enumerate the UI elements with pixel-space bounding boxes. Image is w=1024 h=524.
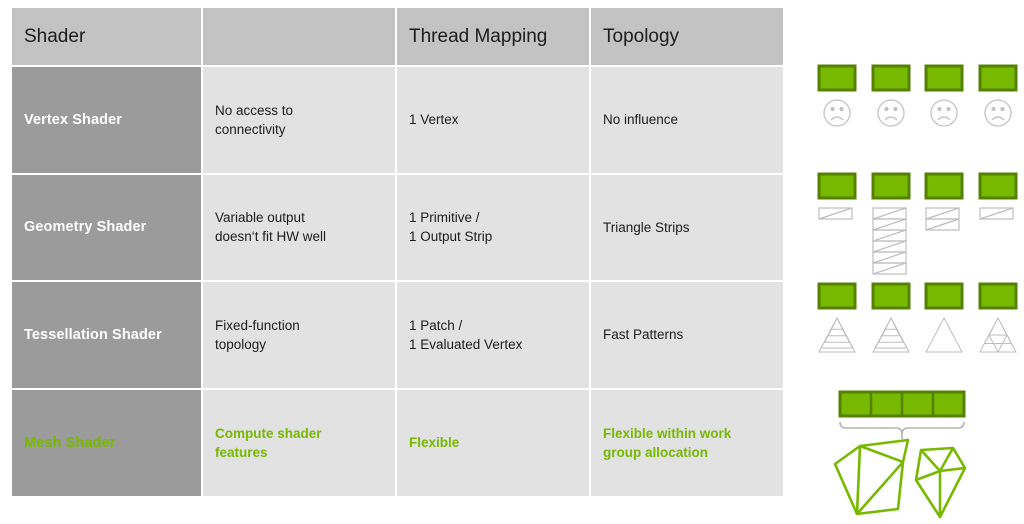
thread-block-group bbox=[817, 282, 1018, 310]
geometry-shader-svg bbox=[817, 172, 1018, 275]
thread-block-icon bbox=[924, 282, 964, 310]
cell-thread-mapping: 1 Primitive /1 Output Strip bbox=[396, 173, 591, 282]
tessellated-triangle-icon bbox=[818, 316, 856, 353]
tessellated-triangle-icon bbox=[872, 316, 910, 353]
cell-shader-name: Vertex Shader bbox=[12, 66, 203, 175]
thread-block-icon bbox=[978, 172, 1018, 200]
vertex-shader-illustration bbox=[793, 56, 1024, 156]
thread-block-icon bbox=[817, 282, 857, 310]
mesh-shader-svg bbox=[833, 390, 967, 519]
triangle-strip-icon bbox=[818, 207, 853, 220]
cell-shader-name: Tessellation Shader bbox=[12, 281, 203, 390]
cell-thread-mapping: 1 Vertex bbox=[396, 66, 591, 175]
meshlet-icon bbox=[833, 438, 910, 516]
column-header-topology: Topology bbox=[590, 8, 783, 67]
triangle-strip-icon bbox=[925, 207, 960, 231]
triangle-strip-icon bbox=[872, 207, 907, 275]
cell-topology: No influence bbox=[590, 66, 783, 175]
mesh-shader-illustration bbox=[793, 386, 1024, 521]
curly-brace-icon bbox=[839, 421, 965, 439]
thread-block-icon bbox=[924, 172, 964, 200]
thread-block-icon bbox=[871, 64, 911, 92]
thread-block-group bbox=[817, 64, 1018, 92]
thread-block-icon bbox=[871, 282, 911, 310]
cell-shader-name: Geometry Shader bbox=[12, 173, 203, 282]
shader-comparison-table: Shader Thread Mapping Topology Vertex Sh… bbox=[12, 8, 783, 496]
sad-face-icon bbox=[823, 99, 851, 127]
sad-face-icon bbox=[984, 99, 1012, 127]
thread-block-group bbox=[817, 172, 1018, 200]
vertex-shader-svg bbox=[817, 64, 1018, 127]
tessellated-triangle-icon bbox=[979, 316, 1017, 353]
cell-topology: Fast Patterns bbox=[590, 281, 783, 390]
tessellated-triangle-icon bbox=[925, 316, 963, 353]
geometry-shader-illustration bbox=[793, 166, 1024, 276]
thread-block-icon bbox=[978, 64, 1018, 92]
cell-shader-name: Mesh Shader bbox=[12, 388, 203, 496]
meshlet-group bbox=[833, 438, 967, 519]
triangle-strip-group bbox=[818, 207, 1014, 275]
meshlet-icon bbox=[914, 446, 967, 519]
sad-face-group bbox=[823, 99, 1012, 127]
thread-block-icon bbox=[817, 64, 857, 92]
cell-thread-mapping: 1 Patch /1 Evaluated Vertex bbox=[396, 281, 591, 390]
tessellation-shader-svg bbox=[817, 282, 1018, 353]
sad-face-icon bbox=[930, 99, 958, 127]
pipeline-diagram bbox=[793, 0, 1024, 524]
work-group-bar bbox=[838, 390, 966, 418]
column-header-limitation bbox=[202, 8, 397, 67]
thread-block-icon bbox=[871, 172, 911, 200]
triangle-strip-icon bbox=[979, 207, 1014, 220]
thread-block-icon bbox=[817, 172, 857, 200]
cell-topology: Triangle Strips bbox=[590, 173, 783, 282]
column-header-thread-mapping: Thread Mapping bbox=[396, 8, 591, 67]
tessellated-triangle-group bbox=[818, 316, 1017, 353]
thread-block-icon bbox=[924, 64, 964, 92]
table-header: Shader Thread Mapping Topology bbox=[12, 8, 783, 67]
sad-face-icon bbox=[877, 99, 905, 127]
table-header-row: Shader Thread Mapping Topology bbox=[12, 8, 783, 67]
thread-block-icon bbox=[978, 282, 1018, 310]
cell-thread-mapping: Flexible bbox=[396, 388, 591, 496]
column-header-shader: Shader bbox=[12, 8, 203, 67]
tessellation-shader-illustration bbox=[793, 276, 1024, 376]
